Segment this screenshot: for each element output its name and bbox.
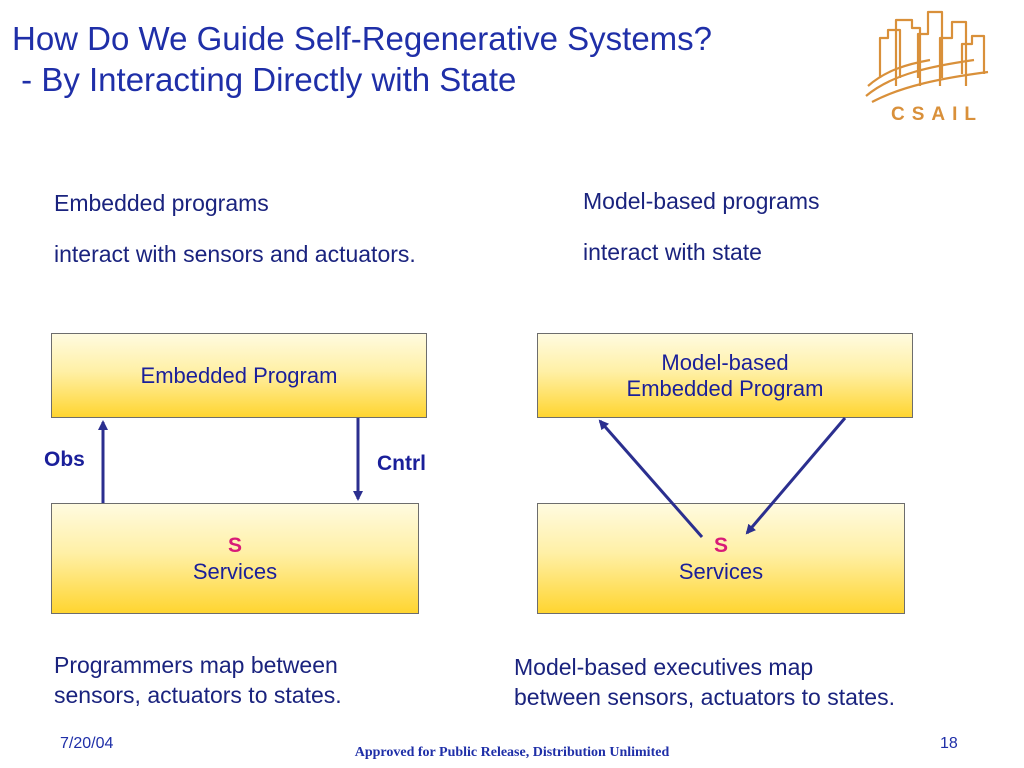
left-heading: Embedded programs	[54, 190, 269, 216]
left-footer-line-1: Programmers map between	[54, 652, 338, 678]
left-services-box: S Services	[51, 503, 419, 614]
left-subheading: interact with sensors and actuators.	[54, 241, 416, 267]
state-symbol: S	[713, 533, 728, 557]
slide-title: How Do We Guide Self-Regenerative System…	[12, 18, 712, 100]
embedded-program-label: Embedded Program	[140, 362, 338, 388]
left-footer-caption: Programmers map between sensors, actuato…	[54, 650, 342, 710]
logo-text: CSAIL	[891, 104, 983, 125]
embedded-program-label: Embedded Program	[626, 375, 824, 401]
right-footer-line-2: between sensors, actuators to states.	[514, 684, 895, 710]
page-number: 18	[940, 735, 958, 752]
right-footer-caption: Model-based executives map between senso…	[514, 652, 895, 712]
services-label: Services	[192, 558, 278, 584]
title-line-2: - By Interacting Directly with State	[12, 61, 517, 98]
cntrl-label: Cntrl	[377, 452, 426, 475]
right-services-box: S Services	[537, 503, 905, 614]
state-symbol: S	[227, 533, 242, 557]
right-heading: Model-based programs	[583, 188, 820, 214]
slide-date: 7/20/04	[60, 735, 114, 752]
left-footer-line-2: sensors, actuators to states.	[54, 682, 342, 708]
right-subheading: interact with state	[583, 239, 762, 265]
title-line-1: How Do We Guide Self-Regenerative System…	[12, 20, 713, 57]
csail-logo: CSAIL	[865, 10, 989, 125]
release-notice: Approved for Public Release, Distributio…	[354, 745, 670, 760]
obs-label: Obs	[44, 448, 85, 471]
services-label: Services	[678, 558, 764, 584]
model-based-label: Model-based	[661, 349, 789, 375]
right-footer-line-1: Model-based executives map	[514, 654, 814, 680]
model-based-program-box: Model-based Embedded Program	[537, 333, 913, 418]
embedded-program-box: Embedded Program	[51, 333, 427, 418]
